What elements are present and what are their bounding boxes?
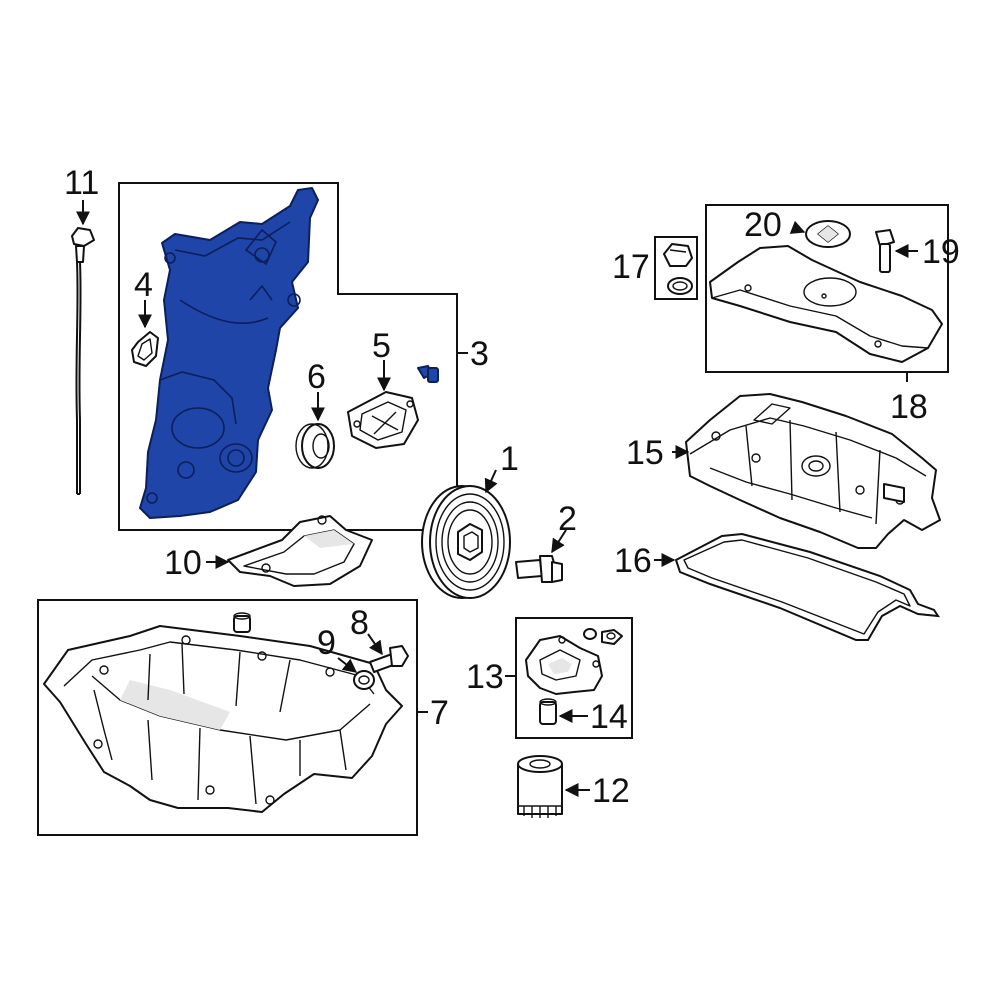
group-box-17 xyxy=(654,236,698,300)
callout-12: 12 xyxy=(592,772,630,810)
drain-bolt-part-8[interactable] xyxy=(369,645,409,673)
group-box-18 xyxy=(705,204,949,373)
emblem-part-20[interactable] xyxy=(805,220,851,248)
callout-3: 3 xyxy=(470,335,489,373)
oil-filler-cap-part-17[interactable] xyxy=(663,243,693,295)
callout-18: 18 xyxy=(890,388,928,426)
callout-19: 19 xyxy=(922,233,960,271)
callout-2: 2 xyxy=(558,500,577,538)
timing-chain-cover-part[interactable] xyxy=(139,187,319,519)
crankshaft-pulley-part-1[interactable] xyxy=(421,485,511,599)
cover-bolt-part-19[interactable] xyxy=(875,229,895,273)
callout-6: 6 xyxy=(307,358,326,396)
cover-plate-part-5[interactable] xyxy=(347,391,419,449)
engine-cover-part-18[interactable] xyxy=(709,245,943,363)
drain-washer-part-9[interactable] xyxy=(353,670,375,690)
valve-cover-gasket-part-16[interactable] xyxy=(674,532,941,641)
callout-13: 13 xyxy=(466,658,504,696)
pulley-bolt-part-2[interactable] xyxy=(515,555,563,583)
callout-8: 8 xyxy=(350,604,369,642)
baffle-plate-part-10[interactable] xyxy=(227,515,373,587)
pan-plug-part[interactable] xyxy=(233,612,251,633)
callout-14: 14 xyxy=(590,698,628,736)
filter-nipple-part-14[interactable] xyxy=(539,698,557,725)
oil-seal-part-6[interactable] xyxy=(295,423,335,469)
callout-15: 15 xyxy=(626,434,664,472)
callout-1: 1 xyxy=(500,440,519,478)
dipstick-part-11[interactable] xyxy=(71,227,95,495)
callout-20: 20 xyxy=(744,206,782,244)
callout-17: 17 xyxy=(612,248,650,286)
filter-housing-part-13[interactable] xyxy=(525,635,603,695)
oil-filter-part-12[interactable] xyxy=(517,755,563,818)
callout-9: 9 xyxy=(317,624,336,662)
callout-10: 10 xyxy=(164,544,202,582)
callout-16: 16 xyxy=(614,542,652,580)
callout-11: 11 xyxy=(64,164,99,202)
group-box-7 xyxy=(37,599,418,836)
oil-pan-part-7[interactable] xyxy=(43,625,403,813)
o-ring-small-part[interactable] xyxy=(583,628,623,645)
group-box-3 xyxy=(118,182,458,531)
callout-5: 5 xyxy=(372,327,391,365)
gasket-part-4[interactable] xyxy=(131,331,159,367)
callout-4: 4 xyxy=(134,266,153,304)
group-box-13 xyxy=(515,617,633,739)
cover-bolt-part[interactable] xyxy=(417,365,439,383)
callout-7: 7 xyxy=(430,694,449,732)
valve-cover-part-15[interactable] xyxy=(685,393,941,549)
